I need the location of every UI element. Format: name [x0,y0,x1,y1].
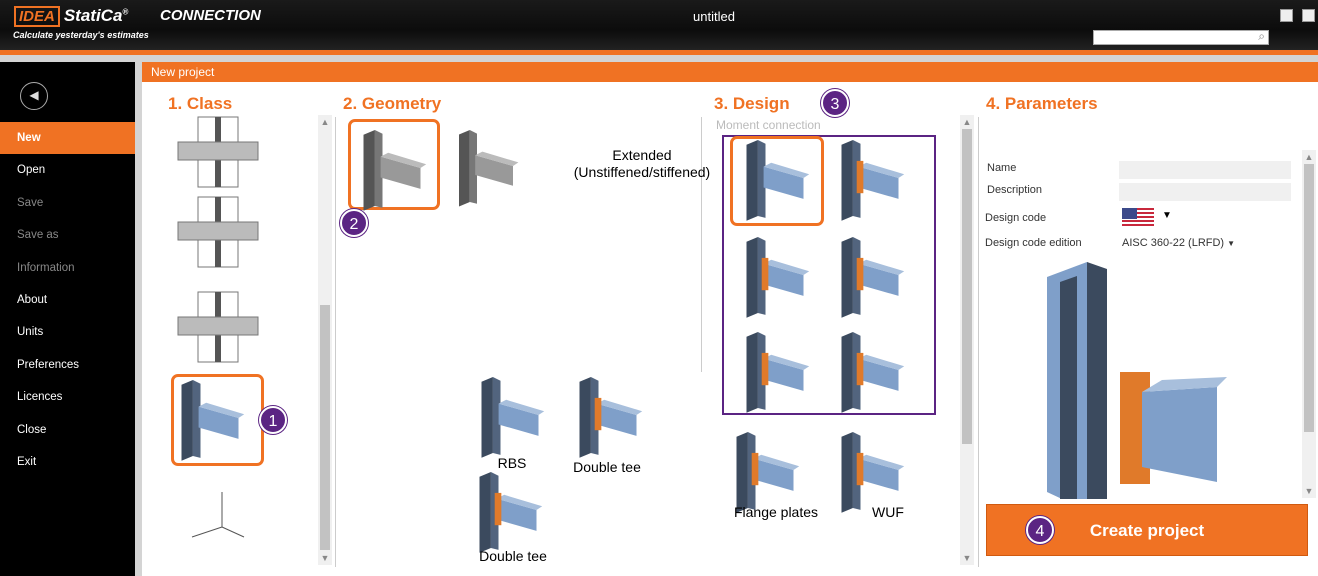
design-thumb-1[interactable] [746,140,810,221]
step-badge-4: 4 [1026,516,1054,544]
product-name: CONNECTION [160,7,261,24]
maximize-button[interactable] [1302,9,1315,22]
step-badge-1: 1 [259,406,287,434]
dropdown-arrow-icon: ▼ [1227,239,1236,248]
design-heading: 3. Design [714,94,790,113]
description-label: Description [987,184,1043,196]
design-code-select[interactable]: ▼ [1122,208,1172,228]
name-label: Name [987,162,1017,174]
sidebar-item-open[interactable]: Open [17,164,46,177]
edition-select[interactable]: AISC 360-22 (LRFD) ▼ [1122,237,1236,249]
step-badge-3: 3 [821,89,849,117]
sidebar-item-licences[interactable]: Licences [17,391,63,404]
sidebar-item-preferences[interactable]: Preferences [17,358,80,371]
accent-line [0,50,1318,55]
window-title: untitled [693,9,735,24]
design-thumb-8[interactable] [841,432,905,513]
sidebar-item-units[interactable]: Units [17,326,44,339]
class-heading: 1. Class [168,94,233,113]
design-scrollbar[interactable]: ▲▼ [960,115,974,565]
description-input[interactable] [1119,183,1291,201]
sidebar-item-save: Save [17,196,44,209]
sidebar-item-close[interactable]: Close [17,423,47,436]
dropdown-arrow-icon: ▼ [1162,210,1172,221]
divider [978,117,979,567]
geometry-label-extended: Extended (Unstiffened/stiffened) [573,147,711,180]
name-input[interactable] [1119,161,1291,179]
design-thumb-6[interactable] [841,332,905,413]
geometry-label-double-tee: Double tee [573,459,641,475]
design-thumb-4[interactable] [841,237,905,318]
sidebar-item-save-as: Save as [17,229,59,242]
create-project-button[interactable]: Create project [986,504,1308,556]
connection-thumbnails [177,116,1227,553]
geometry-label-double-tee-2: Double tee [479,548,547,564]
connection-preview [1047,262,1227,499]
class-thumb-axes[interactable] [191,492,245,538]
sidebar-item-information: Information [17,261,75,274]
back-button[interactable]: ◀ [20,82,48,110]
chevron-left-icon: ◀ [29,88,39,102]
design-subheading: Moment connection [716,118,821,132]
parameters-scrollbar[interactable]: ▲▼ [1302,150,1316,498]
geometry-thumb-beam-column[interactable] [363,130,427,211]
geometry-thumb-rbs[interactable] [481,377,545,458]
class-thumb-base-plate[interactable] [177,116,259,188]
search-icon: ⌕ [1258,29,1265,43]
geometry-heading: 2. Geometry [343,94,442,113]
geometry-label-rbs: RBS [497,455,527,471]
divider [335,117,336,567]
class-scrollbar[interactable]: ▲▼ [318,115,332,565]
design-thumb-7[interactable] [736,432,800,513]
geometry-thumb-double-tee[interactable] [579,377,643,458]
design-code-label: Design code [985,212,1047,224]
design-group [722,135,936,415]
geometry-thumb-cross[interactable] [459,130,519,207]
class-thumb-truss[interactable] [177,196,259,268]
minimize-button[interactable] [1280,9,1293,22]
design-label-flange-plates: Flange plates [733,504,819,520]
design-thumb-5[interactable] [746,332,810,413]
step-badge-2: 2 [340,209,368,237]
design-thumb-3[interactable] [746,237,810,318]
sidebar-item-new[interactable]: New [0,122,135,154]
sidebar-item-about[interactable]: About [17,294,48,306]
sidebar-item-exit[interactable]: Exit [17,456,37,468]
geometry-thumb-double-tee-2[interactable] [479,472,543,553]
edition-label: Design code edition [985,237,1082,249]
design-label-wuf: WUF [872,504,904,520]
parameters-heading: 4. Parameters [986,94,1098,113]
panel-title: New project [142,62,1318,82]
new-project-panel: New project 1. Class 2. Geometry 3. Desi… [142,62,1318,576]
design-thumb-2[interactable] [841,140,905,221]
search-input[interactable]: ⌕ [1093,29,1269,45]
geometry-selected[interactable] [348,119,440,210]
us-flag-icon [1122,208,1154,228]
class-thumb-gusset[interactable] [177,291,259,363]
design-selected[interactable] [730,136,824,226]
divider [701,117,702,372]
tagline: Calculate yesterday's estimates [13,30,149,40]
class-thumb-moment-seismic[interactable] [181,380,245,461]
